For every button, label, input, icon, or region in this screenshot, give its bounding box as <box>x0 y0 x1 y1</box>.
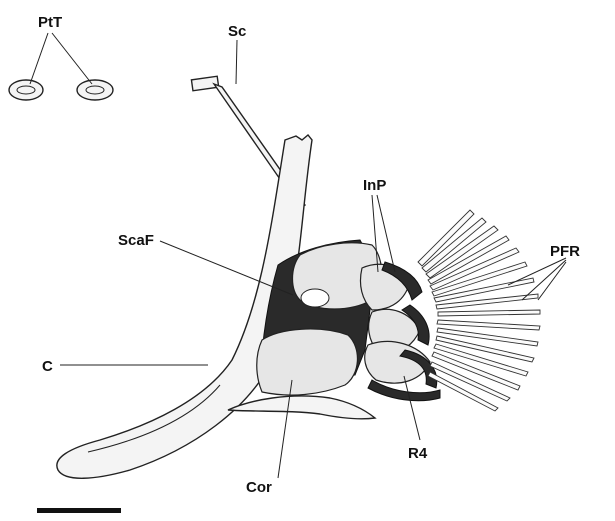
label-pfr: PFR <box>550 243 580 260</box>
label-ptt: PtT <box>38 14 62 31</box>
pectoral-radials <box>360 262 440 401</box>
label-c: C <box>42 358 53 375</box>
label-scaf: ScaF <box>118 232 154 249</box>
fin-ray <box>437 320 540 330</box>
posttemporal-bones <box>9 80 113 100</box>
label-sc: Sc <box>228 23 246 40</box>
label-inp: InP <box>363 177 386 194</box>
label-r4: R4 <box>408 445 428 462</box>
label-cor: Cor <box>246 479 272 496</box>
scale-bar <box>37 508 121 513</box>
fin-ray <box>438 310 540 316</box>
